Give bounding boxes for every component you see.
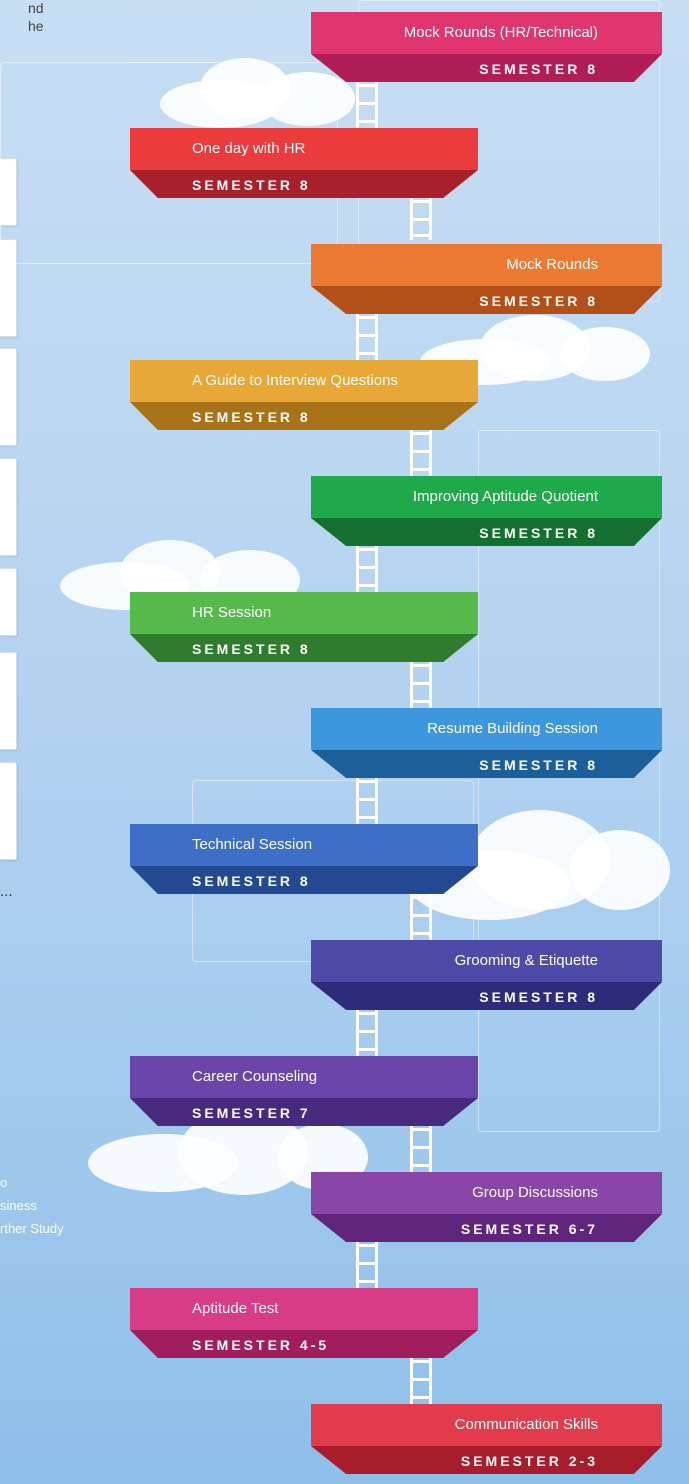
ladder (356, 536, 378, 598)
platform-face (311, 244, 662, 286)
step-semester: SEMESTER 8 (192, 641, 311, 657)
step-technical-session[interactable]: Technical Session SEMESTER 8 (130, 824, 478, 894)
platform-face (311, 1404, 662, 1446)
step-semester: SEMESTER 8 (479, 525, 598, 541)
ladder (410, 1348, 432, 1410)
step-title: Mock Rounds (HR/Technical) (403, 24, 598, 41)
ladder (410, 652, 432, 714)
platform-face (130, 824, 478, 866)
step-hr-session[interactable]: HR Session SEMESTER 8 (130, 592, 478, 662)
platform-face (311, 708, 662, 750)
background-frame (478, 430, 660, 1132)
ladder (356, 1000, 378, 1062)
step-communication-skills[interactable]: Communication Skills SEMESTER 2-3 (311, 1404, 662, 1474)
platform-edge (311, 54, 662, 82)
platform-face (130, 1288, 478, 1330)
platform-edge (130, 634, 478, 662)
platform-edge (311, 286, 662, 314)
platform-face (311, 476, 662, 518)
step-aptitude-test[interactable]: Aptitude Test SEMESTER 4-5 (130, 1288, 478, 1358)
platform-face (311, 940, 662, 982)
step-title: Group Discussions (472, 1184, 598, 1201)
left-card[interactable] (0, 762, 17, 860)
step-semester: SEMESTER 8 (479, 61, 598, 77)
step-semester: SEMESTER 8 (479, 293, 598, 309)
platform-edge (311, 1214, 662, 1242)
left-card[interactable] (0, 239, 17, 337)
platform-edge (311, 1446, 662, 1474)
step-improving-aptitude-quotient[interactable]: Improving Aptitude Quotient SEMESTER 8 (311, 476, 662, 546)
platform-edge (130, 866, 478, 894)
left-card[interactable] (0, 652, 17, 750)
left-list-item: o (0, 1175, 8, 1190)
step-one-day-with-hr[interactable]: One day with HR SEMESTER 8 (130, 128, 478, 198)
cloud-shape (160, 58, 360, 128)
step-resume-building-session[interactable]: Resume Building Session SEMESTER 8 (311, 708, 662, 778)
step-semester: SEMESTER 4-5 (192, 1337, 330, 1353)
step-semester: SEMESTER 2-3 (460, 1453, 598, 1469)
step-semester: SEMESTER 8 (479, 757, 598, 773)
step-semester: SEMESTER 8 (192, 177, 311, 193)
ladder (356, 1232, 378, 1294)
platform-edge (130, 402, 478, 430)
left-card[interactable] (0, 158, 17, 226)
step-group-discussions[interactable]: Group Discussions SEMESTER 6-7 (311, 1172, 662, 1242)
left-card[interactable] (0, 568, 17, 636)
platform-edge (130, 170, 478, 198)
ladder (410, 884, 432, 946)
ladder (356, 306, 378, 362)
step-title: A Guide to Interview Questions (192, 372, 398, 389)
step-title: Communication Skills (454, 1416, 598, 1433)
ladder (410, 190, 432, 240)
step-title: Aptitude Test (192, 1300, 279, 1317)
platform-face (130, 592, 478, 634)
platform-edge (311, 750, 662, 778)
left-list-item: siness (0, 1198, 37, 1213)
step-title: Technical Session (192, 836, 313, 853)
left-card[interactable] (0, 348, 17, 446)
ladder (356, 74, 378, 132)
step-title: Resume Building Session (427, 720, 598, 737)
platform-edge (311, 982, 662, 1010)
step-semester: SEMESTER 8 (192, 873, 311, 889)
left-ellipsis: ... (0, 883, 13, 900)
platform-face (311, 1172, 662, 1214)
step-title: One day with HR (192, 140, 306, 157)
step-title: Improving Aptitude Quotient (412, 488, 598, 505)
left-card[interactable] (0, 458, 17, 556)
platform-edge (311, 518, 662, 546)
step-career-counseling[interactable]: Career Counseling SEMESTER 7 (130, 1056, 478, 1126)
step-title: Grooming & Etiquette (454, 952, 598, 969)
step-grooming-etiquette[interactable]: Grooming & Etiquette SEMESTER 8 (311, 940, 662, 1010)
step-semester: SEMESTER 6-7 (460, 1221, 598, 1237)
platform-face (130, 360, 478, 402)
left-text-fragment: he (28, 18, 44, 34)
platform-face (130, 1056, 478, 1098)
platform-face (130, 128, 478, 170)
step-semester: SEMESTER 8 (192, 409, 311, 425)
step-semester: SEMESTER 7 (192, 1105, 311, 1121)
ladder (356, 768, 378, 830)
platform-face (311, 12, 662, 54)
step-mock-rounds-hr-technical[interactable]: Mock Rounds (HR/Technical) SEMESTER 8 (311, 12, 662, 82)
step-mock-rounds[interactable]: Mock Rounds SEMESTER 8 (311, 244, 662, 314)
step-title: Mock Rounds (506, 256, 598, 273)
ladder (410, 420, 432, 480)
ladder (410, 1116, 432, 1178)
step-guide-to-interview-questions[interactable]: A Guide to Interview Questions SEMESTER … (130, 360, 478, 430)
step-title: HR Session (192, 604, 272, 621)
left-list-item: rther Study (0, 1221, 64, 1236)
left-text-fragment: nd (28, 0, 44, 16)
platform-edge (130, 1098, 478, 1126)
platform-edge (130, 1330, 478, 1358)
step-semester: SEMESTER 8 (479, 989, 598, 1005)
step-title: Career Counseling (192, 1068, 318, 1085)
